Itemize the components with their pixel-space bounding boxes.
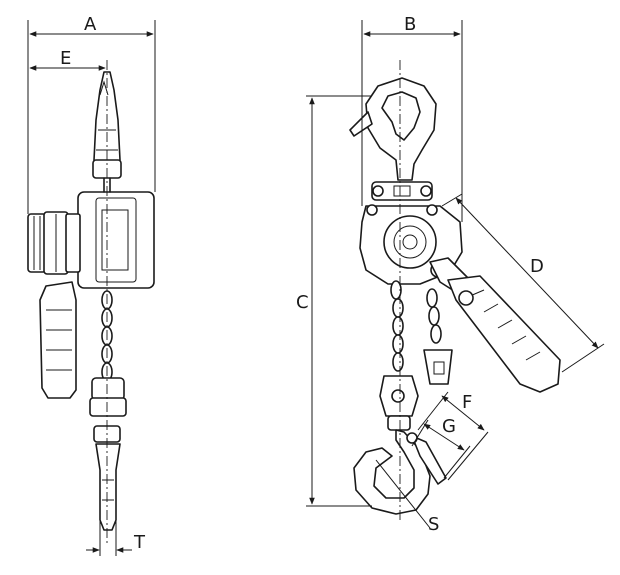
dimension-E: E (29, 48, 106, 71)
label-D: D (530, 256, 544, 277)
dimension-B: B (361, 14, 463, 222)
dimension-A: A (27, 14, 156, 214)
front-load-chain (390, 280, 404, 372)
dimension-S: S (375, 459, 439, 535)
side-bottom-hook (95, 443, 121, 531)
front-top-latch (349, 111, 373, 137)
dimension-D: D (441, 193, 605, 373)
label-G: G (442, 416, 456, 437)
label-B: B (404, 14, 416, 35)
front-bottom-hook (353, 429, 431, 515)
side-bottom-block (91, 377, 125, 401)
side-lever-handle (39, 281, 77, 399)
dimension-T: T (86, 520, 146, 556)
label-F: F (462, 392, 472, 413)
label-A: A (84, 14, 97, 35)
dimension-C: C (296, 95, 372, 507)
label-E: E (60, 48, 71, 69)
side-housing (77, 191, 155, 289)
front-hand-chain (423, 288, 453, 385)
label-S: S (428, 514, 439, 535)
front-view (349, 60, 561, 520)
label-C: C (296, 292, 309, 313)
side-view (27, 60, 155, 545)
dimension-F: F (417, 391, 489, 481)
label-T: T (133, 532, 146, 553)
side-load-chain (101, 177, 113, 382)
dimension-G: G (411, 416, 471, 479)
front-chain-weight (423, 349, 453, 385)
front-gear-cover (383, 215, 437, 269)
